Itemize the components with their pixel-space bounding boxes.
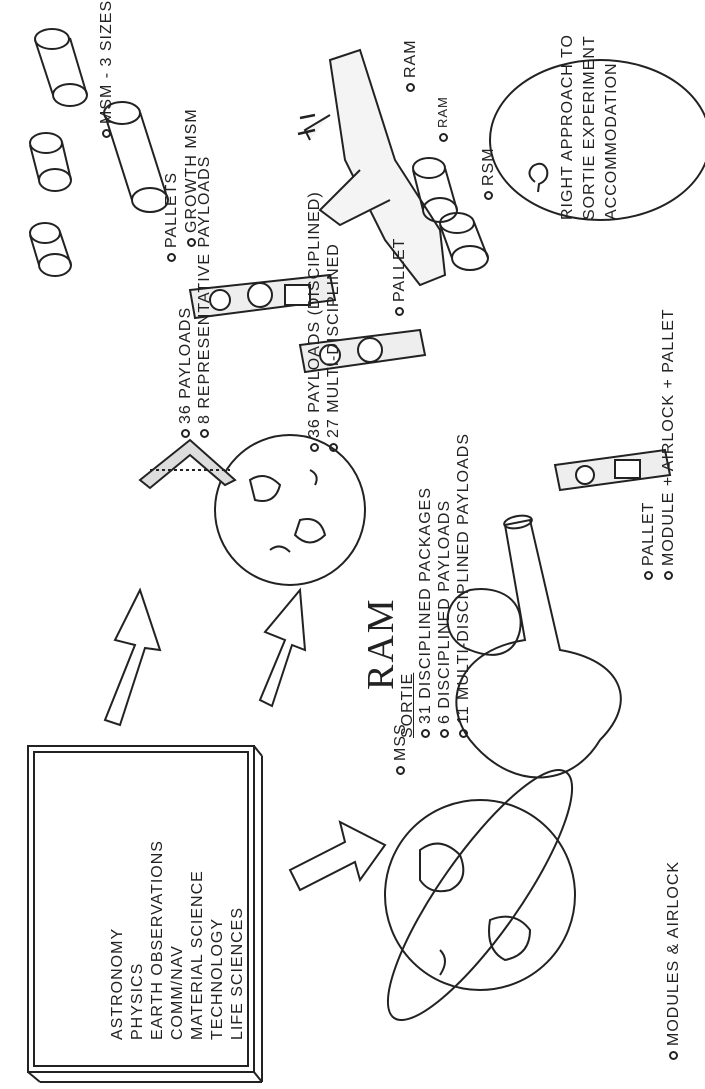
bullet-icon — [439, 133, 448, 142]
bullet-icon — [329, 443, 338, 452]
subject-life-sciences: LIFE SCIENCES — [230, 840, 246, 1040]
conclusion-line-3: ACCOMMODATION — [604, 62, 620, 220]
subject-earth-observations: EARTH OBSERVATIONS — [150, 840, 166, 1040]
arrow-to-top-branch — [105, 590, 160, 725]
delta-illustration — [140, 440, 235, 488]
bullet-icon — [406, 83, 415, 92]
bullet-icon — [395, 307, 404, 316]
bullet-icon — [396, 766, 405, 775]
msm-cylinders — [30, 29, 87, 276]
conclusion-line-2: SORTIE EXPERIMENT — [582, 35, 598, 220]
bullet-icon — [421, 729, 430, 738]
bullet-icon — [669, 1051, 678, 1060]
book-subjects: ASTRONOMY PHYSICS EARTH OBSERVATIONS COM… — [110, 840, 246, 1040]
mss-modules-label: MODULES & AIRLOCK — [666, 861, 682, 1060]
conclusion-line-1: RIGHT APPROACH TO — [560, 34, 576, 220]
arrow-to-mss — [290, 822, 385, 890]
bullet-icon — [310, 443, 319, 452]
combo-pallet-label: PALLET — [641, 502, 657, 580]
ram-item-2: 27 MULTI-DISCIPLINED — [326, 243, 342, 452]
mss-item-2: 6 DISCIPLINED PAYLOADS — [437, 500, 453, 738]
module-illustration — [456, 514, 620, 778]
pallets-label: PALLETS — [164, 172, 180, 262]
bullet-icon — [484, 191, 493, 200]
pallet-illustration-bottom — [555, 450, 670, 490]
combo-module-label: MODULE + AIRLOCK + PALLET — [661, 308, 677, 580]
subject-astronomy: ASTRONOMY — [110, 840, 126, 1040]
bullet-icon — [200, 429, 209, 438]
planet-illustration — [215, 435, 365, 585]
ram-center-label: RAM — [362, 597, 400, 690]
mss-item-3: 11 MULTI-DISCIPLINED PAYLOADS — [456, 433, 472, 738]
subject-material-science: MATERIAL SCIENCE — [190, 840, 206, 1040]
rsm-label: RSM — [481, 147, 497, 200]
arrow-to-ram — [260, 590, 305, 706]
bullet-icon — [644, 571, 653, 580]
ram-small-label-1: RAM — [436, 96, 449, 142]
bullet-icon — [440, 729, 449, 738]
growth-msm-label: GROWTH MSM — [184, 108, 200, 247]
ram-item-1: 36 PAYLOADS (DISCIPLINED) — [307, 191, 323, 452]
top-item-1: 36 PAYLOADS — [178, 307, 194, 438]
bullet-icon — [187, 238, 196, 247]
globe-illustration — [361, 749, 599, 1041]
msm-label: MSM - 3 SIZES — [99, 0, 115, 138]
bullet-icon — [102, 129, 111, 138]
mss-sortie-label: SORTIE — [400, 673, 416, 738]
bullet-icon — [664, 571, 673, 580]
subject-technology: TECHNOLOGY — [210, 840, 226, 1040]
subject-physics: PHYSICS — [130, 840, 146, 1040]
bullet-icon — [167, 253, 176, 262]
subject-comm-nav: COMM/NAV — [170, 840, 186, 1040]
ram-small-label-2: RAM — [403, 39, 419, 92]
right-pallet-label: PALLET — [392, 238, 408, 316]
bullet-icon — [459, 729, 468, 738]
mss-item-1: 31 DISCIPLINED PACKAGES — [418, 487, 434, 738]
bullet-icon — [181, 429, 190, 438]
